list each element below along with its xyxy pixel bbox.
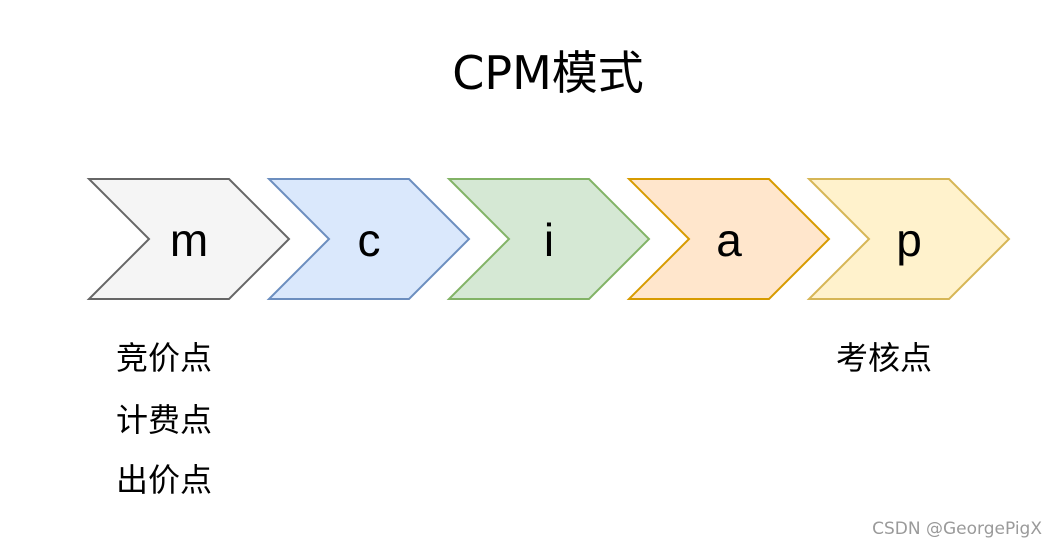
billing-point-label: 计费点 xyxy=(116,401,213,439)
stage-m-chevron xyxy=(86,178,291,300)
stage-c: c xyxy=(266,178,471,300)
watermark: CSDN @GeorgePigX xyxy=(872,519,1042,539)
stage-p-chevron xyxy=(806,178,1011,300)
pricing-point-label: 出价点 xyxy=(116,461,213,499)
stage-m-letter: m xyxy=(170,214,208,266)
bid-point-label: 竞价点 xyxy=(116,339,213,377)
stage-m: m xyxy=(86,178,291,300)
stage-p-letter: p xyxy=(896,214,922,266)
stage-a: a xyxy=(626,178,831,300)
stage-i-chevron xyxy=(446,178,651,300)
stage-c-chevron xyxy=(266,178,471,300)
stage-i: i xyxy=(446,178,651,300)
stage-p: p xyxy=(806,178,1011,300)
stage-a-letter: a xyxy=(716,214,742,266)
diagram-title: CPM模式 xyxy=(452,46,644,100)
stage-c-letter: c xyxy=(358,214,381,266)
assessment-point-label: 考核点 xyxy=(836,339,933,377)
stage-a-chevron xyxy=(626,178,831,300)
stage-i-letter: i xyxy=(544,214,554,266)
